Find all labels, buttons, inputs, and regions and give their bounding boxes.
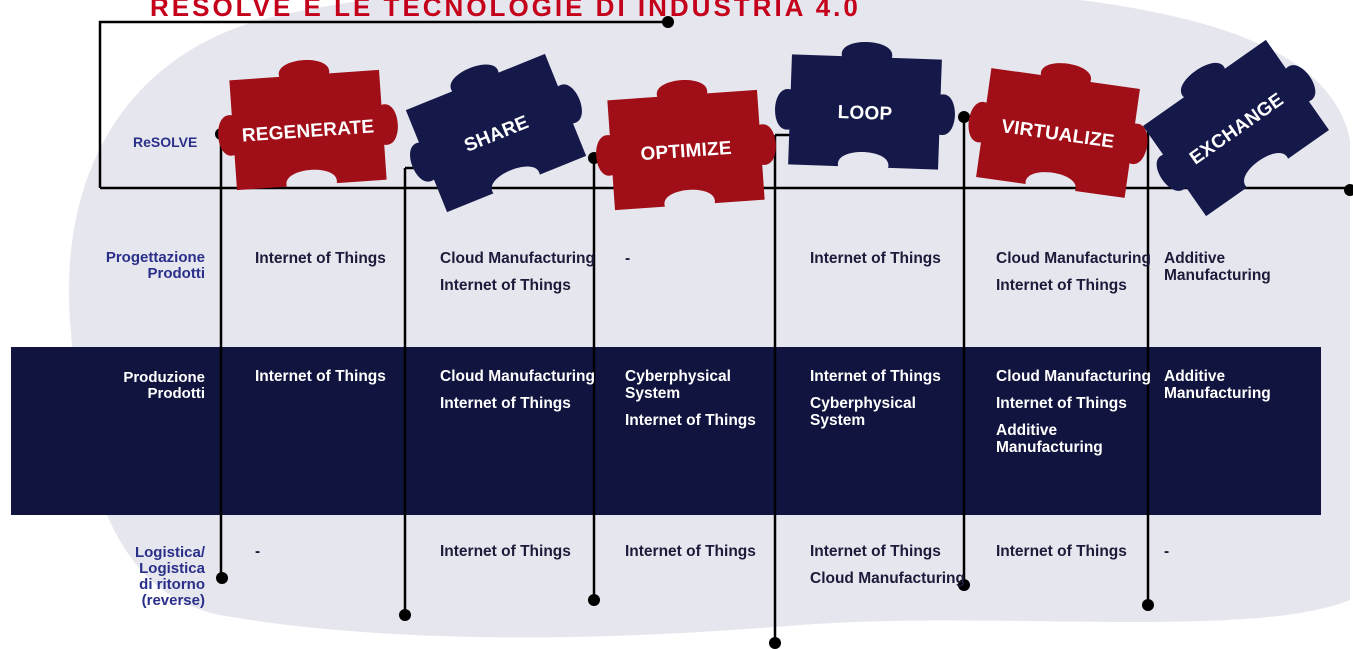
table-cell: Additive Manufacturing (1164, 368, 1329, 412)
technology-entry: Internet of Things (810, 368, 941, 385)
piece-regenerate: REGENERATE (213, 53, 402, 192)
piece-share: SHARE (386, 34, 601, 218)
resolve-label: ReSOLVE (133, 134, 198, 150)
table-cell: - (1164, 543, 1329, 570)
technology-entry: Internet of Things (255, 368, 386, 385)
piece-virtualize: VIRTUALIZE (961, 51, 1157, 200)
row-label-line: (reverse) (141, 592, 205, 609)
technology-entry: Internet of Things (810, 250, 941, 267)
table-cell: - (625, 250, 790, 277)
row-label-line: Progettazione (105, 249, 205, 266)
row-label-production: Produzione Prodotti (45, 370, 205, 402)
technology-entry: Internet of Things (255, 250, 386, 267)
technology-entry: Additive Manufacturing (996, 422, 1103, 456)
technology-entry: - (255, 543, 261, 560)
technology-entry: Cloud Manufacturing (440, 368, 595, 385)
row-label-logistics: Logistica/ Logistica di ritorno (reverse… (45, 545, 205, 609)
row-label-line: Prodotti (147, 265, 206, 282)
row-label-line: di ritorno (139, 576, 205, 593)
page-title: RESOLVE E LE TECNOLOGIE DI INDUSTRIA 4.0 (150, 0, 861, 22)
technology-entry: Cyberphysical System (625, 368, 731, 402)
technology-entry: Internet of Things (996, 277, 1127, 294)
table-cell: Internet of Things (810, 250, 975, 277)
technology-entry: Internet of Things (810, 543, 941, 560)
piece-loop: LOOP (773, 38, 958, 171)
table-cell: Internet of Things (255, 250, 420, 277)
technology-entry: Cloud Manufacturing (440, 250, 595, 267)
technology-entry: Cloud Manufacturing (810, 570, 965, 587)
row-label-line: Logistica (139, 560, 205, 577)
row-label-line: Prodotti (147, 385, 206, 402)
row-label-line: Logistica/ (134, 544, 205, 561)
technology-entry: Internet of Things (625, 543, 756, 560)
table-cell: Internet of Things (440, 543, 605, 570)
technology-entry: Cloud Manufacturing (996, 368, 1151, 385)
technology-entry: Cyberphysical System (810, 395, 916, 429)
piece-exchange: EXCHANGE (1122, 19, 1342, 225)
technology-entry: Additive Manufacturing (1164, 250, 1271, 284)
technology-entry: Internet of Things (440, 277, 571, 294)
table-cell: Internet of Things (255, 368, 420, 395)
technology-entry: - (625, 250, 631, 267)
technology-entry: Additive Manufacturing (1164, 368, 1271, 402)
technology-entry: Cloud Manufacturing (996, 250, 1151, 267)
table-cell: - (255, 543, 420, 570)
row-label-line: Produzione (123, 369, 205, 386)
technology-entry: Internet of Things (996, 395, 1127, 412)
piece-label: LOOP (837, 102, 892, 125)
technology-entry: Internet of Things (440, 543, 571, 560)
technology-entry: - (1164, 543, 1170, 560)
row-label-design: Progettazione Prodotti (45, 250, 205, 282)
technology-entry: Internet of Things (440, 395, 571, 412)
production-band (11, 347, 1321, 515)
technology-entry: Internet of Things (625, 412, 756, 429)
table-cell: Internet of Things (996, 543, 1161, 570)
technology-entry: Internet of Things (996, 543, 1127, 560)
table-cell: Internet of Things (625, 543, 790, 570)
table-cell: Additive Manufacturing (1164, 250, 1329, 294)
piece-optimize: OPTIMIZE (591, 73, 780, 212)
